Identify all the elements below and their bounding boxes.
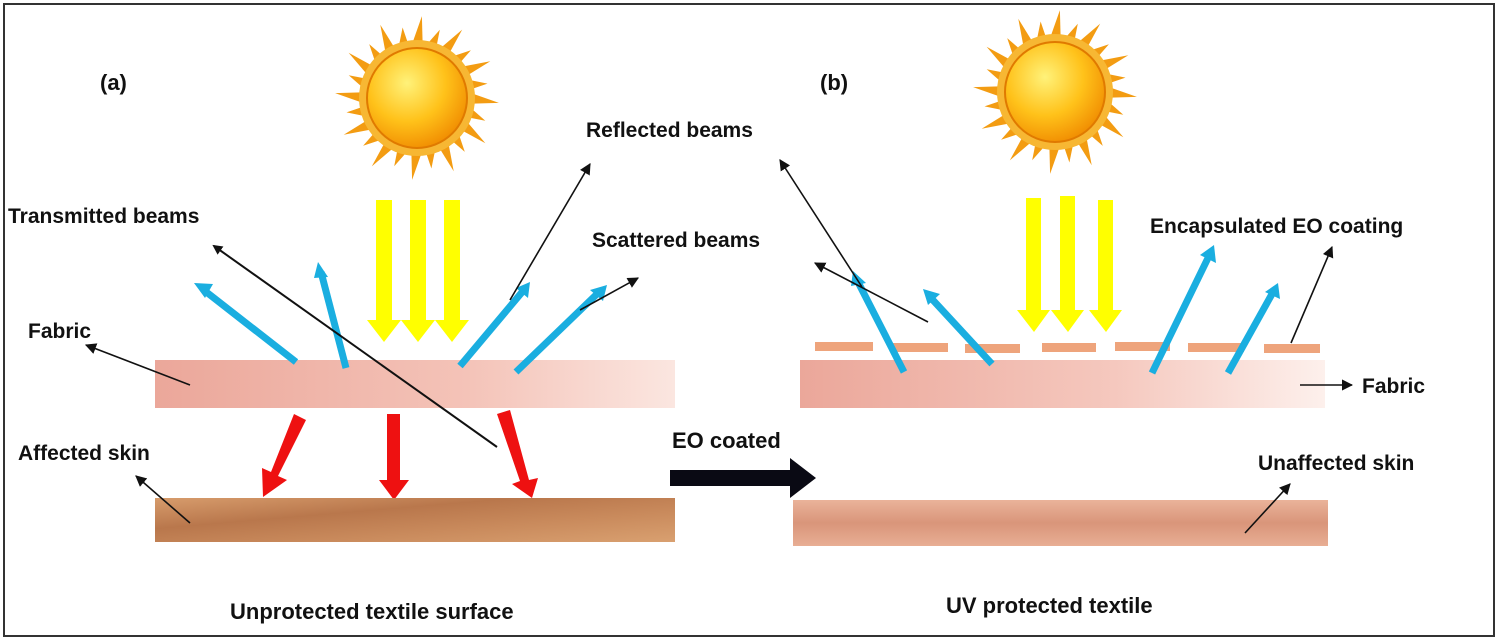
transmitted-beam bbox=[262, 414, 306, 497]
reflected-beam bbox=[202, 288, 299, 365]
skin-pointer-arrow bbox=[135, 475, 191, 524]
panel-b: (b) bbox=[779, 10, 1425, 618]
reflected-beam bbox=[1224, 292, 1276, 375]
incident-beam bbox=[1089, 200, 1122, 332]
panel-a-caption: Unprotected textile surface bbox=[230, 599, 514, 624]
reflected-beam bbox=[317, 271, 350, 369]
fabric-pointer-arrow bbox=[84, 343, 191, 386]
fabric-label-b: Fabric bbox=[1362, 375, 1425, 398]
reflected-pointer-arrow-b bbox=[779, 159, 863, 288]
reflected-beam-head bbox=[516, 282, 530, 298]
sun-ray bbox=[411, 149, 423, 180]
coating-pointer-arrow bbox=[1290, 245, 1334, 344]
coating-segment bbox=[815, 342, 873, 351]
sun-icon-a bbox=[335, 16, 499, 180]
reflected-beam bbox=[1148, 256, 1212, 375]
transmitted-beams-label: Transmitted beams bbox=[8, 205, 199, 228]
reflected-beam bbox=[928, 295, 995, 367]
scattered-beams-label: Scattered beams bbox=[592, 229, 760, 252]
sun-ray bbox=[973, 86, 1004, 98]
panel-a: (a) bbox=[8, 16, 760, 624]
coating-segment bbox=[1042, 343, 1096, 352]
transmitted-beam bbox=[379, 414, 409, 500]
reflected-beam-head bbox=[1265, 283, 1280, 299]
reflected-beam bbox=[854, 280, 908, 374]
incident-beams-b bbox=[1017, 196, 1122, 332]
encapsulated-coating-label: Encapsulated EO coating bbox=[1150, 215, 1403, 238]
reflected-beam bbox=[457, 288, 526, 369]
sun-ray bbox=[1049, 143, 1061, 174]
transmitted-beam bbox=[497, 410, 538, 498]
incident-beam bbox=[1017, 198, 1050, 332]
fabric-label-a: Fabric bbox=[28, 320, 91, 343]
sun-ray bbox=[1049, 10, 1061, 41]
reflected-beams-label: Reflected beams bbox=[586, 119, 753, 142]
reflected-beams-a bbox=[202, 271, 600, 375]
panel-b-caption: UV protected textile bbox=[946, 593, 1153, 618]
fabric-layer-b bbox=[800, 360, 1325, 408]
scattered-pointer-arrow bbox=[579, 277, 639, 311]
reflected-beam-head bbox=[194, 283, 213, 298]
eo-coated-label: EO coated bbox=[672, 428, 781, 453]
incident-beam bbox=[1051, 196, 1084, 332]
eo-coated-arrow bbox=[670, 458, 816, 498]
figure-border bbox=[3, 3, 1495, 637]
incident-beam bbox=[367, 200, 401, 342]
eo-coating bbox=[815, 342, 1320, 353]
transition: EO coated bbox=[670, 428, 816, 498]
scattered-pointer-arrow-b bbox=[814, 262, 929, 323]
reflected-beam-head bbox=[923, 289, 940, 305]
sun-icon-b bbox=[973, 10, 1137, 174]
coating-segment bbox=[1115, 342, 1170, 351]
incident-beams-a bbox=[367, 200, 469, 342]
coating-segment bbox=[965, 344, 1020, 353]
transmitted-pointer-arrow bbox=[212, 244, 498, 448]
sun-ray bbox=[1106, 86, 1137, 98]
transmitted-beams-a bbox=[262, 410, 538, 500]
panel-a-tag: (a) bbox=[100, 70, 127, 95]
coating-segment bbox=[1264, 344, 1320, 353]
sun-ray bbox=[335, 92, 366, 104]
panel-b-tag: (b) bbox=[820, 70, 848, 95]
sun-ray bbox=[411, 16, 423, 47]
reflected-beam-head bbox=[314, 262, 328, 278]
skin-layer-b bbox=[793, 500, 1328, 546]
skin-pointer-arrow-b bbox=[1244, 483, 1291, 534]
skin-layer-a bbox=[155, 498, 675, 542]
sun-ray bbox=[468, 92, 499, 104]
reflected-beam bbox=[513, 291, 600, 375]
coating-segment bbox=[1188, 343, 1244, 352]
unaffected-skin-label: Unaffected skin bbox=[1258, 452, 1414, 475]
reflected-pointer-arrow bbox=[509, 163, 591, 301]
fabric-layer-a bbox=[155, 360, 675, 408]
incident-beam bbox=[401, 200, 435, 342]
reflected-beams-b bbox=[854, 256, 1276, 375]
coating-segment bbox=[890, 343, 948, 352]
affected-skin-label: Affected skin bbox=[18, 442, 150, 465]
reflected-beam-head bbox=[1200, 245, 1216, 263]
incident-beam bbox=[435, 200, 469, 342]
